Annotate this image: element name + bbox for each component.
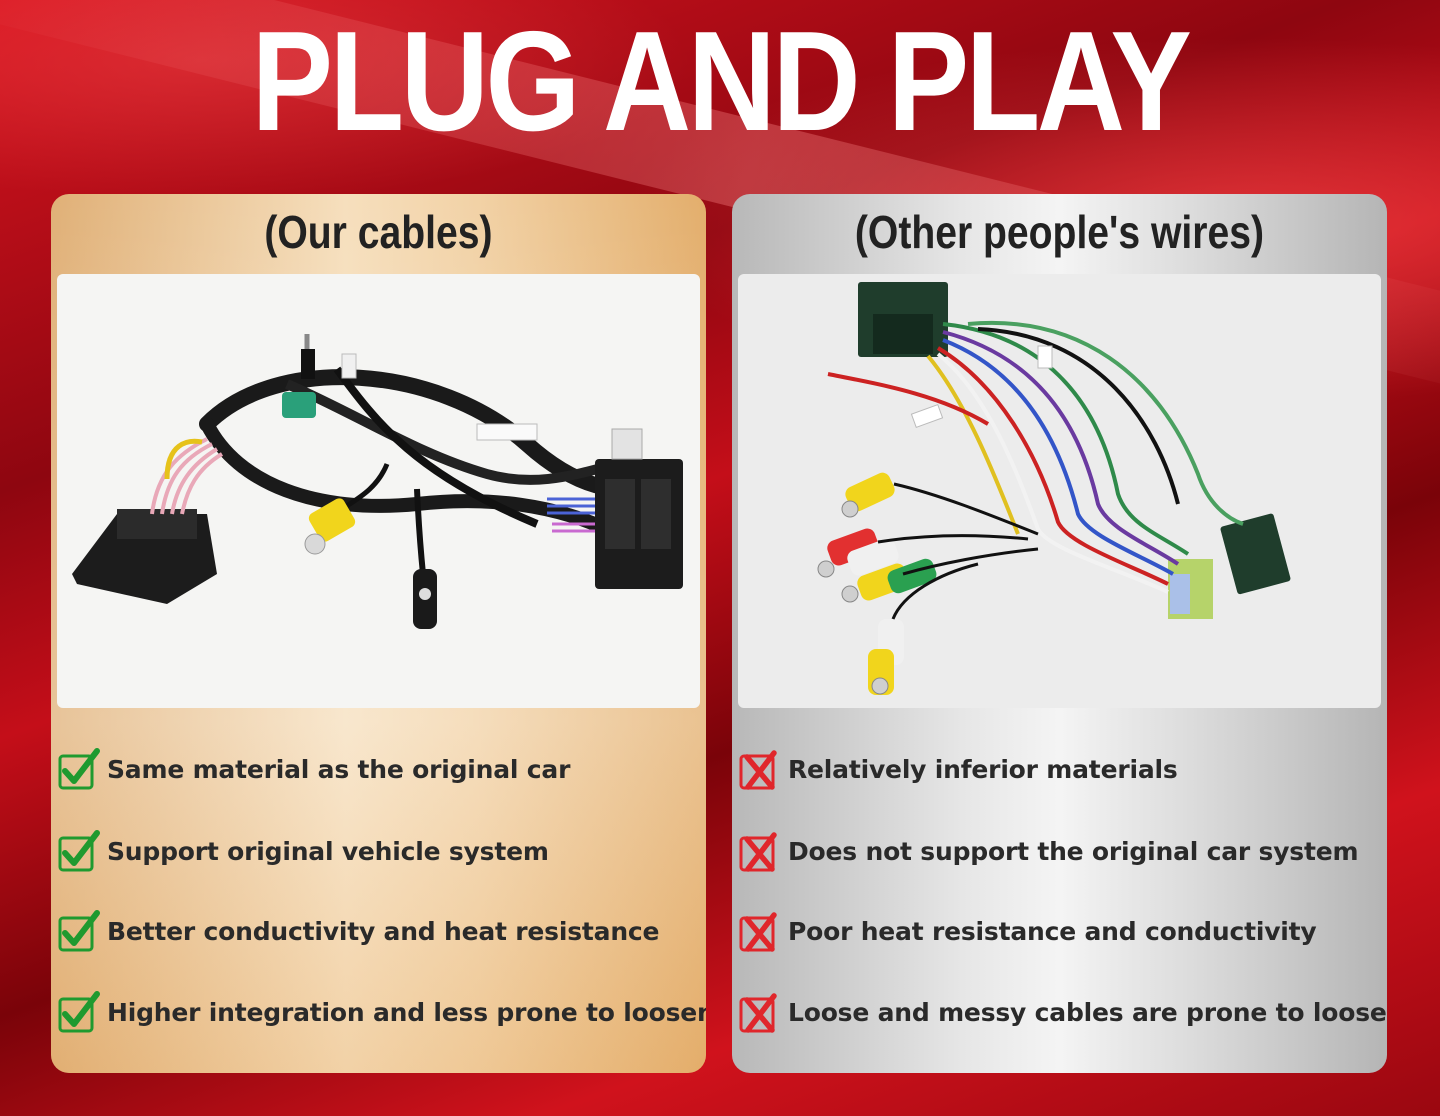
feature-item: Support original vehicle system (57, 828, 549, 874)
wire-harness-illustration (817, 282, 1291, 695)
feature-item: Higher integration and less prone to loo… (57, 989, 706, 1035)
our-cables-photo (57, 274, 700, 708)
cross-icon (738, 909, 782, 953)
cable-harness-illustration (72, 334, 683, 629)
feature-label: Same material as the original car (107, 754, 571, 784)
cross-icon (738, 990, 782, 1034)
panel-heading: (Other people's wires) (854, 206, 1264, 258)
feature-label: Loose and messy cables are prone to loos… (788, 997, 1387, 1027)
feature-item: Loose and messy cables are prone to loos… (738, 989, 1387, 1035)
feature-label: Does not support the original car system (788, 836, 1359, 866)
cross-icon (738, 829, 782, 873)
feature-item: Same material as the original car (57, 746, 570, 792)
feature-label: Higher integration and less prone to loo… (107, 997, 706, 1027)
page-title: PLUG AND PLAY (251, 2, 1192, 161)
our-cables-panel: (Our cables) (51, 194, 706, 1073)
feature-item: Better conductivity and heat resistance (57, 908, 659, 954)
feature-label: Support original vehicle system (107, 836, 549, 866)
feature-item: Poor heat resistance and conductivity (738, 908, 1317, 954)
feature-label: Better conductivity and heat resistance (107, 916, 660, 946)
check-icon (57, 829, 101, 873)
other-wires-photo (738, 274, 1381, 708)
feature-item: Relatively inferior materials (738, 746, 1178, 792)
feature-label: Relatively inferior materials (788, 754, 1178, 784)
feature-label: Poor heat resistance and conductivity (788, 916, 1317, 946)
feature-item: Does not support the original car system (738, 828, 1359, 874)
check-icon (57, 990, 101, 1034)
check-icon (57, 747, 101, 791)
panel-heading: (Our cables) (264, 206, 493, 258)
check-icon (57, 909, 101, 953)
cross-icon (738, 747, 782, 791)
other-wires-panel: (Other people's wires) (732, 194, 1387, 1073)
